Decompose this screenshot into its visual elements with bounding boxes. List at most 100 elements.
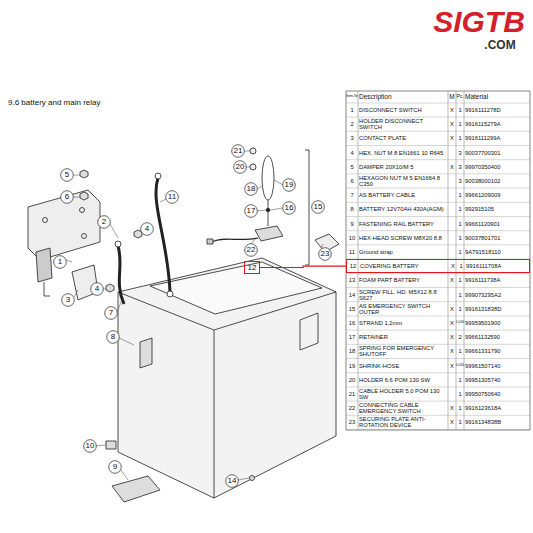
item-number: 11: [349, 249, 355, 255]
part-description: CONTACT PLATE: [359, 135, 447, 141]
callout-circle: [109, 461, 122, 474]
part-number: 9916131838D: [465, 306, 501, 312]
brand-domain: .COM: [484, 39, 515, 52]
callout-circle: [105, 307, 118, 320]
part-description: RETAINER: [359, 334, 447, 340]
item-number: 1: [350, 107, 353, 113]
table-header: M: [449, 94, 454, 101]
diagram-title: 9.6 battery and main relay: [8, 99, 101, 107]
part-description: CABLE HOLDER 5,0 POM 130 SW: [359, 388, 447, 400]
callout-number: 14: [228, 477, 237, 485]
mark-flag: X: [451, 263, 455, 269]
mark-flag: X: [450, 348, 454, 354]
highlight-callout: 12: [244, 261, 260, 274]
mark-flag: X: [450, 363, 454, 369]
part-number: 999073295A2: [465, 292, 501, 298]
part-description: SCREW FILL. HD. M5X12 8.8 S627: [359, 289, 447, 301]
mark-flag: X: [450, 306, 454, 312]
piece-count: 1: [458, 221, 461, 227]
mark-flag: X: [450, 107, 454, 113]
callout-circle: [245, 244, 258, 257]
part-number: 90038000102: [465, 178, 500, 184]
part-number: 99961507140: [465, 363, 500, 369]
item-number: 15: [349, 306, 355, 312]
callout-circle: [62, 294, 75, 307]
callout-circle: [54, 256, 67, 269]
callout-circle: [283, 179, 296, 192]
callout-circle: [312, 201, 325, 214]
part-number: 992915105: [465, 206, 494, 212]
callout-number: 15: [314, 203, 323, 211]
piece-count: 1: [458, 277, 461, 283]
mark-flag: X: [450, 135, 454, 141]
item-number: 14: [349, 292, 355, 298]
callout-number: 18: [247, 185, 256, 193]
part-description: HEX. NUT M 8 EN1661 10 R645: [359, 150, 447, 156]
item-number: 13: [349, 277, 355, 283]
item-number: 2: [350, 121, 353, 127]
piece-count: 1: [458, 135, 461, 141]
brand-logo: SIGTB: [433, 6, 525, 38]
item-number: 6: [350, 178, 353, 184]
item-number: 19: [349, 363, 355, 369]
part-number: 99661120901: [465, 221, 500, 227]
callout-circle: [319, 248, 332, 261]
part-number: 9916123618A: [465, 405, 501, 411]
item-number: 20: [349, 377, 355, 383]
part-number: 9A791518110: [465, 249, 501, 255]
part-description: STRAND 1,2mm: [359, 320, 447, 326]
piece-count: 3: [458, 150, 461, 156]
part-description: FOAM PART BATTERY: [359, 277, 447, 283]
part-number: 9916111708A: [466, 263, 501, 269]
part-number: 99951305740: [465, 377, 500, 383]
mark-flag: X: [450, 320, 454, 326]
part-description: HOLDER 6,6 POM 130 SW: [359, 377, 447, 383]
mark-flag: X: [450, 121, 454, 127]
callout-number: 22: [247, 246, 256, 254]
part-number: 90037700301: [465, 150, 500, 156]
callout-number: 8: [111, 333, 115, 341]
part-description: AS BATTERY CABLE: [359, 192, 447, 198]
item-number: 21: [349, 391, 355, 397]
piece-count: 1: [458, 107, 461, 113]
item-number: 5: [350, 164, 353, 170]
part-number: 9916134838B: [465, 419, 501, 425]
item-number: 9: [350, 221, 353, 227]
callout-number: 1: [58, 258, 62, 266]
callout-circle: [234, 161, 247, 174]
callout-circle: [141, 223, 154, 236]
piece-count: 1: [458, 249, 461, 255]
part-number: 9916115279A: [465, 121, 501, 127]
table-header: Material: [465, 94, 488, 101]
table-header: Item-Nr: [346, 95, 358, 99]
item-number: 7: [350, 192, 353, 198]
callout-number: 21: [234, 147, 243, 155]
part-description: HEXAGON NUT M 5 EN1664 8 C350: [359, 175, 447, 187]
callout-circle: [61, 191, 74, 204]
callout-circle: [91, 283, 104, 296]
part-description: DAMPER 20X10/M 5: [359, 164, 447, 170]
piece-count: 1: [458, 206, 461, 212]
callout-circle: [107, 331, 120, 344]
piece-count: 1: [458, 419, 461, 425]
item-number: 16: [349, 320, 355, 326]
item-number: 8: [350, 206, 353, 212]
highlight-row: 12COVERING BATTERYX19916111708A: [346, 259, 530, 273]
item-number: 22: [349, 405, 355, 411]
callout-number: 3: [66, 296, 70, 304]
part-number: 9916111278D: [465, 107, 501, 113]
callout-number: 6: [65, 193, 69, 201]
callout-number: 5: [65, 171, 69, 179]
piece-count: 1: [459, 263, 462, 269]
callout-number: 19: [285, 181, 294, 189]
part-number: 99661209009: [465, 192, 500, 198]
piece-count: 3: [458, 164, 461, 170]
piece-count: 1: [458, 377, 461, 383]
callout-circle: [98, 216, 111, 229]
part-description: BATTERY 12V70AH 430A(AGM): [359, 206, 447, 212]
item-number: 10: [349, 235, 355, 241]
piece-count: 1: [458, 348, 461, 354]
mark-flag: X: [450, 334, 454, 340]
part-description: DISCONNECT SWITCH: [359, 107, 447, 113]
item-number: 12: [350, 263, 356, 269]
